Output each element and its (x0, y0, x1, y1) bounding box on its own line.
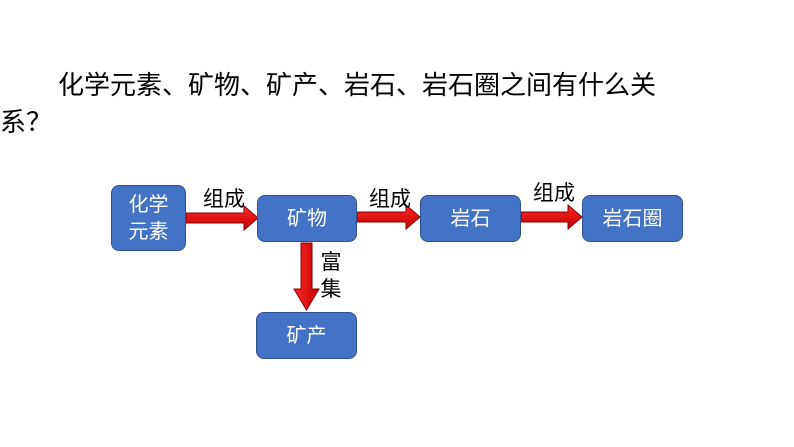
label-compose-1: 组成 (203, 187, 245, 211)
label-enrich-char2: 集 (320, 277, 342, 301)
label-compose-2: 组成 (369, 187, 411, 211)
node-chemical-elements-line1: 化学 (128, 192, 169, 216)
node-chemical-elements: 化学 元素 (111, 185, 186, 251)
label-compose-3: 组成 (533, 181, 575, 205)
question-text: 化学元素、矿物、矿产、岩石、岩石圈之间有什么关 系？ (0, 66, 794, 146)
arrow-rock-to-lithosphere (520, 203, 583, 231)
question-line-1: 化学元素、矿物、矿产、岩石、岩石圈之间有什么关 (58, 71, 657, 101)
arrow-elements-to-mineral (185, 204, 259, 232)
node-mineral-resource: 矿产 (256, 312, 357, 359)
node-mineral-resource-label: 矿产 (286, 323, 327, 347)
node-rock-label: 岩石 (450, 206, 491, 230)
arrow-mineral-to-resource (293, 242, 320, 311)
node-mineral: 矿物 (257, 195, 357, 242)
label-enrich-char1: 富 (320, 250, 342, 274)
node-chemical-elements-line2: 元素 (128, 219, 169, 243)
label-enrich: 富 集 (319, 249, 343, 303)
arrow-mineral-to-rock (356, 203, 421, 231)
node-lithosphere-label: 岩石圈 (602, 206, 663, 230)
node-mineral-label: 矿物 (287, 206, 327, 230)
question-line-2: 系？ (0, 108, 53, 138)
node-lithosphere: 岩石圈 (582, 195, 683, 242)
node-rock: 岩石 (420, 195, 521, 242)
